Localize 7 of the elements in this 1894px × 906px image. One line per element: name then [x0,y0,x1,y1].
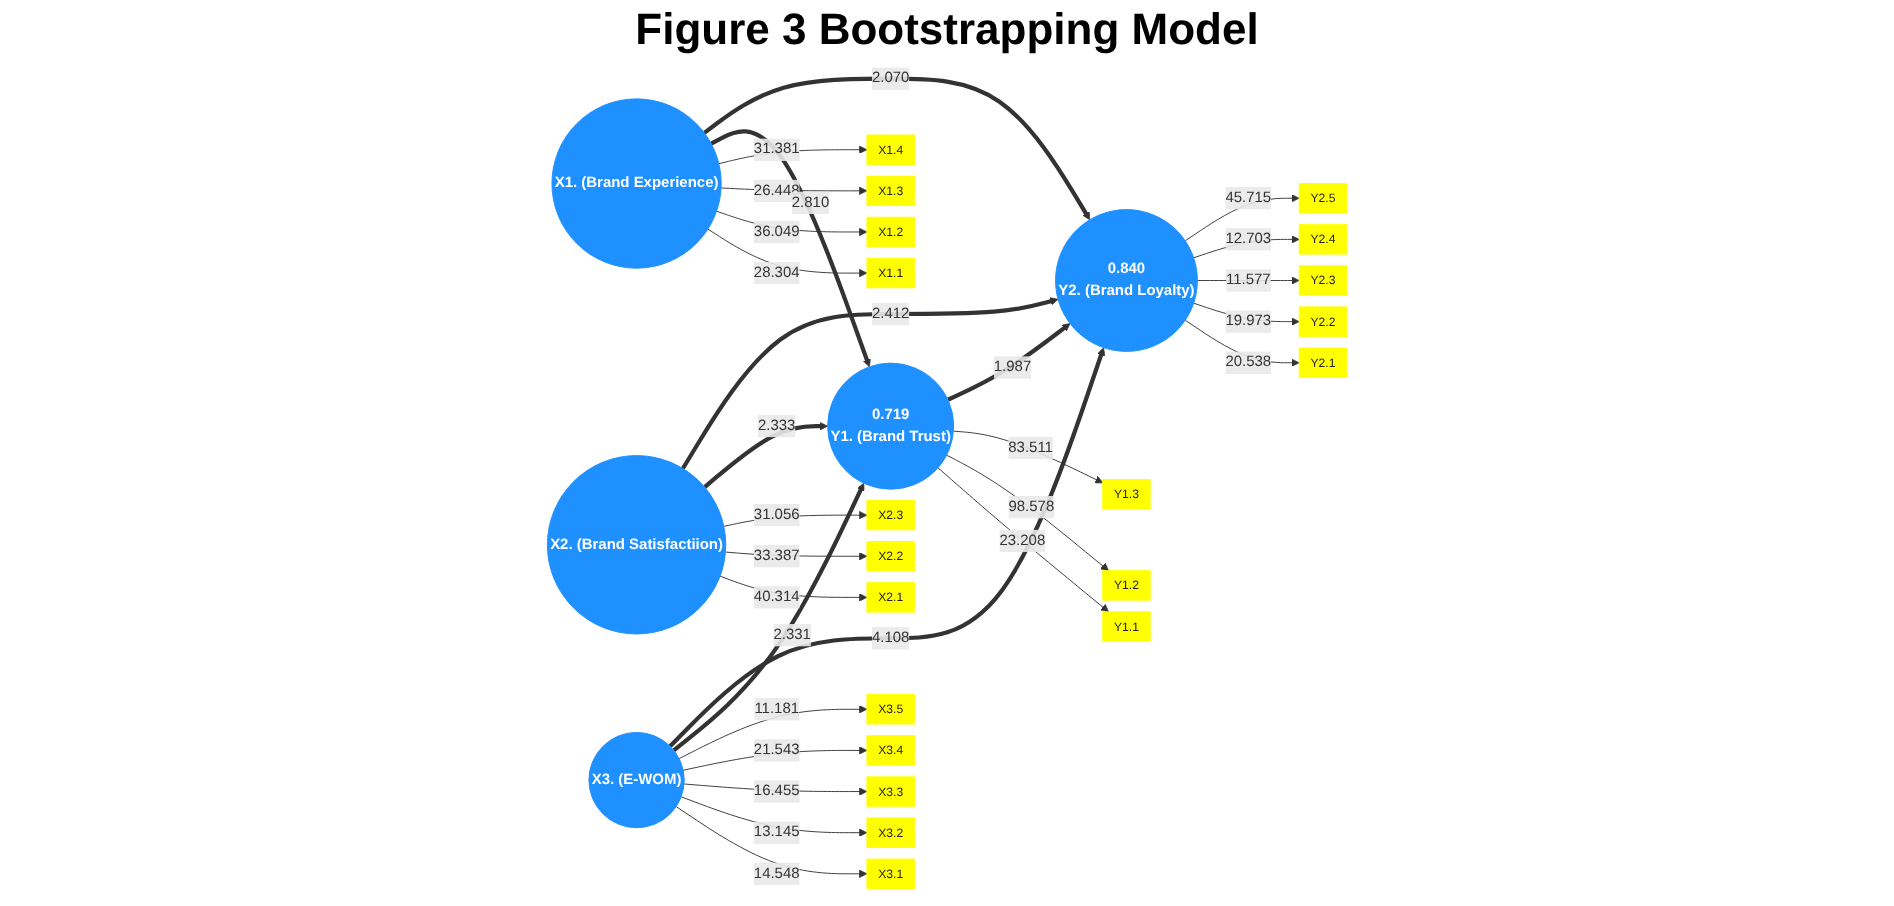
arrow [703,422,828,489]
arrow [668,347,1106,748]
arrow [681,297,1059,470]
diagram-title: Figure 3 Bootstrapping Model [633,4,1261,56]
arrow [947,323,1071,402]
arrow [703,76,1091,221]
arrow [672,482,865,752]
